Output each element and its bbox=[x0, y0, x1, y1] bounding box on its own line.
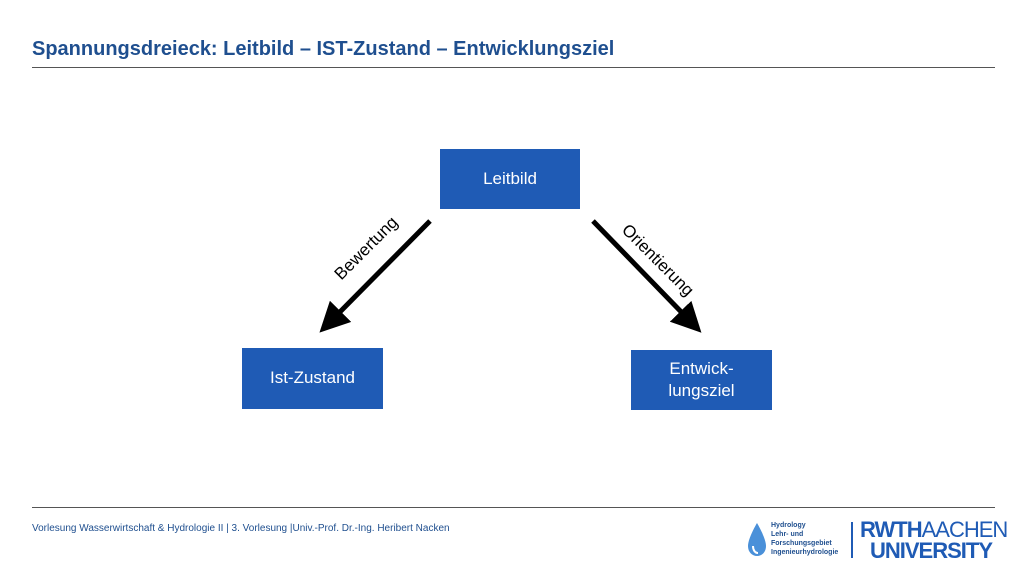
node-leitbild-label: Leitbild bbox=[483, 168, 537, 188]
hydro-logo-line: Ingenieurhydrologie bbox=[771, 549, 839, 556]
rwth-logo-university: UNIVERSITY bbox=[869, 538, 993, 563]
rwth-logo-thin: AACHEN bbox=[921, 517, 1009, 542]
node-entwicklungsziel: Entwick- lungsziel bbox=[631, 350, 772, 410]
header-divider bbox=[32, 67, 995, 68]
rwth-logo-bold: RWTH bbox=[860, 517, 923, 542]
edge-label-bewertung: Bewertung bbox=[331, 213, 402, 284]
page-title: Spannungsdreieck: Leitbild – IST-Zustand… bbox=[32, 38, 615, 60]
node-ist-zustand: Ist-Zustand bbox=[242, 348, 383, 409]
arrow-bewertung bbox=[319, 219, 432, 333]
footer-text: Vorlesung Wasserwirtschaft & Hydrologie … bbox=[32, 523, 450, 534]
arrow-orientierung bbox=[591, 219, 702, 333]
hydro-logo-line: Lehr- und bbox=[771, 531, 804, 538]
node-entwicklungsziel-label: Entwick- lungsziel bbox=[668, 358, 735, 400]
water-drop-icon bbox=[748, 523, 766, 556]
hydro-logo-line: Forschungsgebiet bbox=[771, 540, 832, 547]
rwth-logo: RWTHAACHEN UNIVERSITY bbox=[860, 517, 1008, 563]
hydro-logo-line: Hydrology bbox=[771, 522, 806, 529]
hydrology-logo: Hydrology Lehr- und Forschungsgebiet Ing… bbox=[745, 520, 845, 562]
footer-divider bbox=[32, 507, 995, 508]
node-leitbild: Leitbild bbox=[440, 149, 580, 209]
logo-separator bbox=[851, 522, 853, 558]
node-ist-zustand-label: Ist-Zustand bbox=[269, 368, 356, 388]
